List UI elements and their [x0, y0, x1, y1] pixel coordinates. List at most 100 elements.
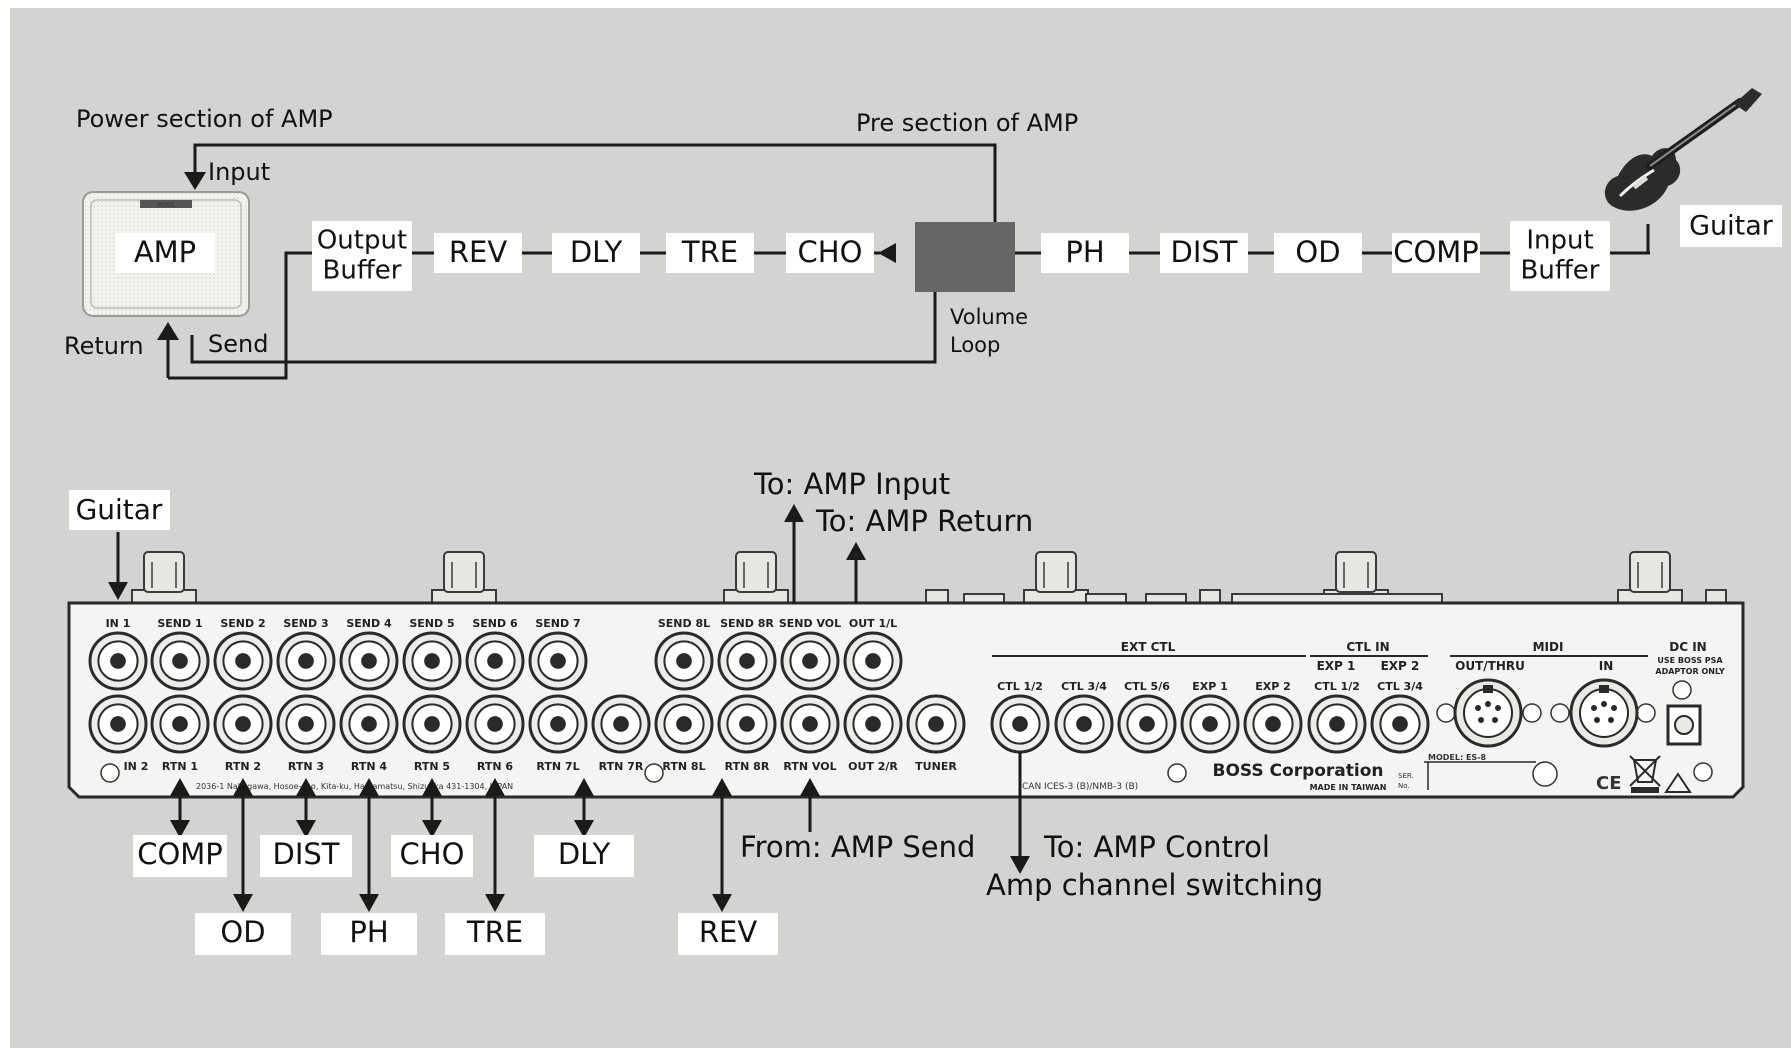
arrow-head: [422, 778, 442, 796]
footswitch-top: [143, 551, 185, 593]
jack-label-ext: CTL 5/6: [1124, 680, 1170, 693]
fx-label-rev: REV: [449, 235, 507, 269]
output-buffer-box: [312, 221, 412, 291]
fx-box-dly: [552, 233, 640, 273]
guitar-label-box: [1680, 205, 1782, 247]
effect-label-od-box: [195, 913, 291, 955]
jack-label-ext: EXP 2: [1255, 680, 1291, 693]
jack-label-ext: CTL 1/2: [1314, 680, 1360, 693]
rear-guitar-label-box: [69, 490, 170, 530]
midi-header: MIDI: [1533, 640, 1564, 654]
power-section-label: Power section of AMP: [76, 105, 333, 133]
input-buffer-box: [1510, 221, 1610, 291]
jack-label-top: SEND 6: [472, 617, 518, 630]
jack-label-bottom: RTN 4: [351, 760, 388, 773]
midi-in-label: IN: [1599, 659, 1614, 673]
compliance-label: CAN ICES-3 (B)/NMB-3 (B): [1022, 782, 1138, 792]
fx-label-comp: COMP: [1393, 235, 1479, 269]
jack-label-bottom: RTN 6: [477, 760, 514, 773]
fx-box-rev: [434, 233, 522, 273]
arrow-head: [574, 778, 594, 796]
effect-label-dist-box: [260, 835, 352, 877]
jacks-top-row: [88, 631, 903, 691]
weee-icon: [1629, 755, 1661, 793]
fx-box-od: [1274, 233, 1362, 273]
jack-label-bottom: RTN 7R: [599, 760, 644, 773]
midi-out-port: [1453, 678, 1523, 748]
jack-label-bottom: RTN 2: [225, 760, 261, 773]
jacks-bottom-row: [88, 694, 966, 754]
arrow-head: [712, 894, 732, 912]
jack-label-top: SEND 2: [220, 617, 265, 630]
amp-channel-switching-label: Amp channel switching: [986, 868, 1323, 902]
fx-label-tre: TRE: [681, 235, 738, 269]
jack-label-bottom: IN 2: [124, 760, 149, 773]
effect-label-od: OD: [220, 915, 265, 949]
model-label: MODEL: ES-8: [1428, 753, 1486, 762]
bottom-arrows: [170, 752, 1030, 912]
signal-arrowheads: [157, 172, 896, 340]
output-buffer-line1: Output: [317, 226, 407, 256]
arrow-head: [712, 778, 732, 796]
jack-label-top: SEND 4: [346, 617, 392, 630]
effect-label-tre-box: [445, 913, 545, 955]
fx-label-ph: PH: [1065, 235, 1104, 269]
arrow-head: [233, 894, 253, 912]
effect-label-ph: PH: [349, 915, 388, 949]
jack-label-bottom: RTN 8L: [662, 760, 705, 773]
to-amp-return-label: To: AMP Return: [815, 504, 1033, 538]
pre-section-label: Pre section of AMP: [856, 109, 1078, 137]
jack-label-bottom: RTN 3: [288, 760, 324, 773]
from-amp-send-label: From: AMP Send: [740, 830, 975, 864]
ext-ctl-jacks: [990, 694, 1430, 754]
amp-label: AMP: [134, 235, 196, 269]
footswitch-top: [1629, 551, 1671, 593]
volume-loop-block: [915, 222, 1015, 292]
ser-label-2: No.: [1398, 782, 1410, 790]
fx-box-dist: [1160, 233, 1248, 273]
effect-label-rev: REV: [699, 915, 757, 949]
panel-screws: [100, 680, 1713, 787]
jack-label-top: SEND 1: [157, 617, 202, 630]
effect-label-tre: TRE: [466, 915, 523, 949]
effect-label-dly: DLY: [558, 837, 611, 871]
warning-icon: [1664, 772, 1692, 793]
jack-label-top-right: SEND 8R: [720, 617, 774, 630]
effect-label-ph-box: [321, 913, 417, 955]
fx-box-ph: [1041, 233, 1129, 273]
jack-label-bottom: RTN 1: [162, 760, 198, 773]
jack-label-top-right: SEND VOL: [779, 617, 841, 630]
arrow-head: [422, 820, 442, 838]
jack-label-bottom: RTN 5: [414, 760, 450, 773]
volume-loop-line1: Volume: [950, 305, 1028, 329]
arrow-head: [296, 778, 316, 796]
jack-labels: IN 1 SEND 1 SEND 2 SEND 3 SEND 4 SEND 5 SEND 6…: [106, 617, 1424, 773]
jack-label-top: IN 1: [106, 617, 131, 630]
effect-label-rev-box: [678, 913, 778, 955]
arrow-head: [574, 820, 594, 838]
jack-label-ext: CTL 1/2: [997, 680, 1043, 693]
guitar-icon: [1604, 88, 1762, 211]
dc-in-header: DC IN: [1669, 640, 1706, 654]
jack-label-top-right: SEND 8L: [658, 617, 710, 630]
jack-label-top: SEND 3: [283, 617, 328, 630]
amp-input-label: Input: [208, 158, 270, 186]
ser-label-1: SER.: [1398, 772, 1414, 780]
jack-label-ext: CTL 3/4: [1377, 680, 1423, 693]
jack-label-bottom: RTN 8R: [725, 760, 770, 773]
amp-return-label: Return: [64, 332, 144, 360]
midi-in-port: [1569, 678, 1639, 748]
dc-in-note-1: USE BOSS PSA: [1657, 656, 1723, 665]
arrow-head: [1010, 856, 1030, 874]
footswitch-top: [1335, 551, 1377, 593]
ext-ctl-header: EXT CTL: [1121, 640, 1176, 654]
brand-label: BOSS Corporation: [1212, 761, 1383, 781]
jack-label-top: SEND 5: [409, 617, 454, 630]
fx-box-tre: [666, 233, 754, 273]
guitar-label: Guitar: [1689, 211, 1774, 242]
exp2-top-label: EXP 2: [1381, 659, 1420, 673]
